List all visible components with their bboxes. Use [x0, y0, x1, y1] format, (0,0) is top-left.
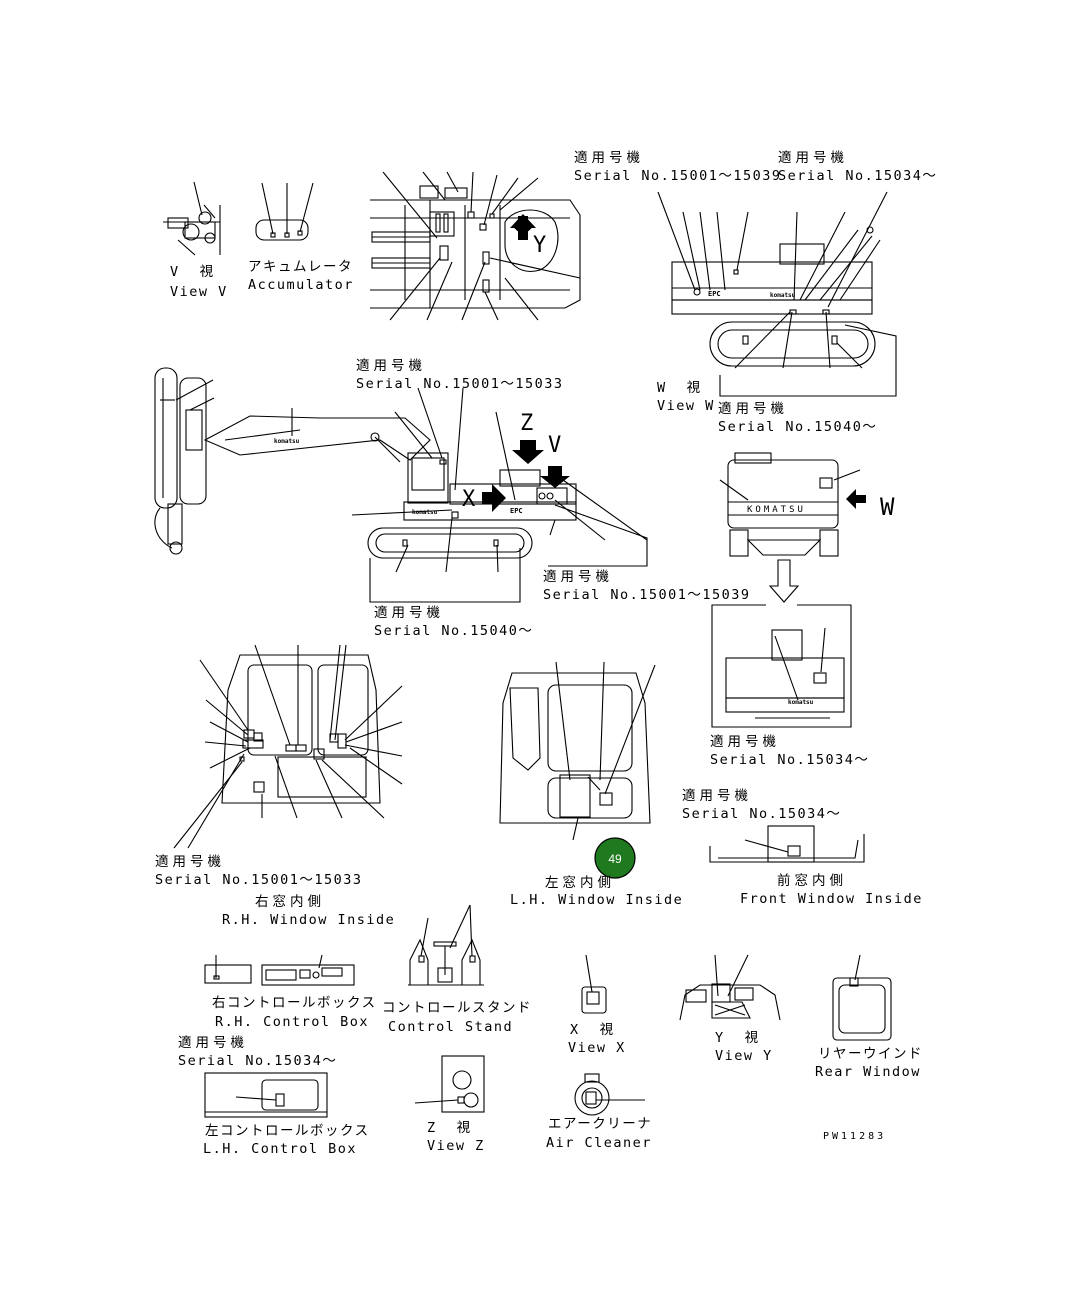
control-stand-drawing: [408, 904, 484, 986]
view-w-en: View W: [657, 398, 715, 414]
control-stand-en: Control Stand: [388, 1019, 513, 1035]
serial-label-3: 適用号機: [356, 357, 426, 374]
svg-text:komatsu: komatsu: [770, 292, 796, 299]
serial-3: Serial No.15001～15033: [356, 376, 564, 392]
callout-y: Y: [533, 233, 546, 258]
rear-window-jp: リヤーウインド: [818, 1046, 923, 1062]
serial-7: Serial No.15034～: [710, 752, 869, 768]
view-x-jp: X 視: [570, 1022, 617, 1038]
view-y-en: View Y: [715, 1048, 773, 1064]
svg-text:EPC: EPC: [510, 507, 523, 515]
air-cleaner-jp: エアークリーナ: [548, 1116, 652, 1132]
view-z-en: View Z: [427, 1138, 485, 1154]
callout-z: Z: [520, 411, 533, 436]
view-y-jp: Y 視: [715, 1030, 762, 1046]
serial-label-1: 適用号機: [574, 149, 644, 166]
view-y-drawing: [679, 954, 781, 1021]
air-cleaner-drawing: [574, 1073, 645, 1116]
badge-number: 49: [608, 852, 622, 866]
callout-x: X: [462, 487, 476, 512]
rear-view-drawing: KOMATSU W komatsu: [711, 452, 895, 728]
serial-label-2: 適用号機: [778, 149, 848, 166]
view-x-en: View X: [568, 1040, 626, 1056]
serial-1: Serial No.15001～15039: [574, 168, 782, 184]
lh-window-drawing: [499, 661, 656, 841]
lh-window-en: L.H. Window Inside: [510, 892, 683, 908]
svg-text:komatsu: komatsu: [412, 509, 438, 516]
rear-window-drawing: [832, 954, 892, 1041]
view-x-drawing: [581, 954, 607, 1014]
rh-control-box-jp: 右コントロールボックス: [212, 995, 377, 1011]
svg-text:komatsu: komatsu: [274, 438, 300, 445]
rh-window-jp: 右窓内側: [255, 893, 325, 910]
brand-text: KOMATSU: [747, 505, 806, 515]
air-cleaner-en: Air Cleaner: [546, 1135, 652, 1151]
serial-label-6: 適用号機: [543, 568, 613, 585]
serial-4: Serial No.15040～: [718, 419, 877, 435]
rh-control-box-drawing: [204, 954, 355, 986]
view-v-en: View V: [170, 284, 228, 300]
serial-label-4: 適用号機: [718, 400, 788, 417]
serial-2: Serial No.15034～: [778, 168, 937, 184]
front-window-en: Front Window Inside: [740, 891, 923, 907]
serial-label-7: 適用号機: [710, 733, 780, 750]
badge-circle: [594, 837, 636, 879]
serial-10: Serial No.15034～: [178, 1053, 337, 1069]
front-window-drawing: [709, 825, 865, 863]
serial-9: Serial No.15001～15033: [155, 872, 363, 888]
serial-8: Serial No.15034～: [682, 806, 841, 822]
accumulator-drawing: [255, 182, 314, 241]
serial-label-8: 適用号機: [682, 787, 752, 804]
callout-badge-49[interactable]: 49: [594, 837, 636, 879]
accumulator-jp: アキュムレータ: [248, 259, 353, 275]
lh-control-box-jp: 左コントロールボックス: [205, 1123, 370, 1139]
lh-window-jp: 左窓内側: [545, 874, 615, 891]
view-z-jp: Z 視: [427, 1120, 474, 1136]
view-w-jp: W 視: [657, 380, 704, 396]
rh-window-en: R.H. Window Inside: [222, 912, 395, 928]
top-plan-view: Y: [370, 171, 581, 321]
serial-label-9: 適用号機: [155, 853, 225, 870]
serial-label-5: 適用号機: [374, 604, 444, 621]
rh-control-box-en: R.H. Control Box: [215, 1014, 369, 1030]
drawing-number: PW11283: [823, 1131, 886, 1142]
serial-6: Serial No.15001～15039: [543, 587, 751, 603]
rh-window-drawing: [173, 644, 403, 849]
lh-control-box-en: L.H. Control Box: [203, 1141, 357, 1157]
rear-window-en: Rear Window: [815, 1064, 921, 1080]
view-z-drawing: [414, 1055, 485, 1113]
serial-label-10: 適用号機: [178, 1034, 248, 1051]
callout-w: W: [880, 493, 895, 521]
excavator-side-view: komatsu komatsu EPC Z V X: [154, 367, 648, 603]
front-window-jp: 前窓内側: [777, 872, 847, 889]
svg-text:komatsu: komatsu: [788, 699, 814, 706]
view-v-jp: V 視: [170, 264, 217, 280]
control-stand-jp: コントロールスタンド: [382, 1000, 532, 1016]
svg-text:EPC: EPC: [708, 290, 721, 298]
lh-control-box-drawing: [204, 1072, 328, 1118]
accumulator-en: Accumulator: [248, 277, 354, 293]
serial-5: Serial No.15040～: [374, 623, 533, 639]
view-w-drawing: EPC komatsu: [657, 191, 897, 397]
view-v-drawing: [163, 181, 221, 256]
callout-v: V: [548, 433, 561, 458]
